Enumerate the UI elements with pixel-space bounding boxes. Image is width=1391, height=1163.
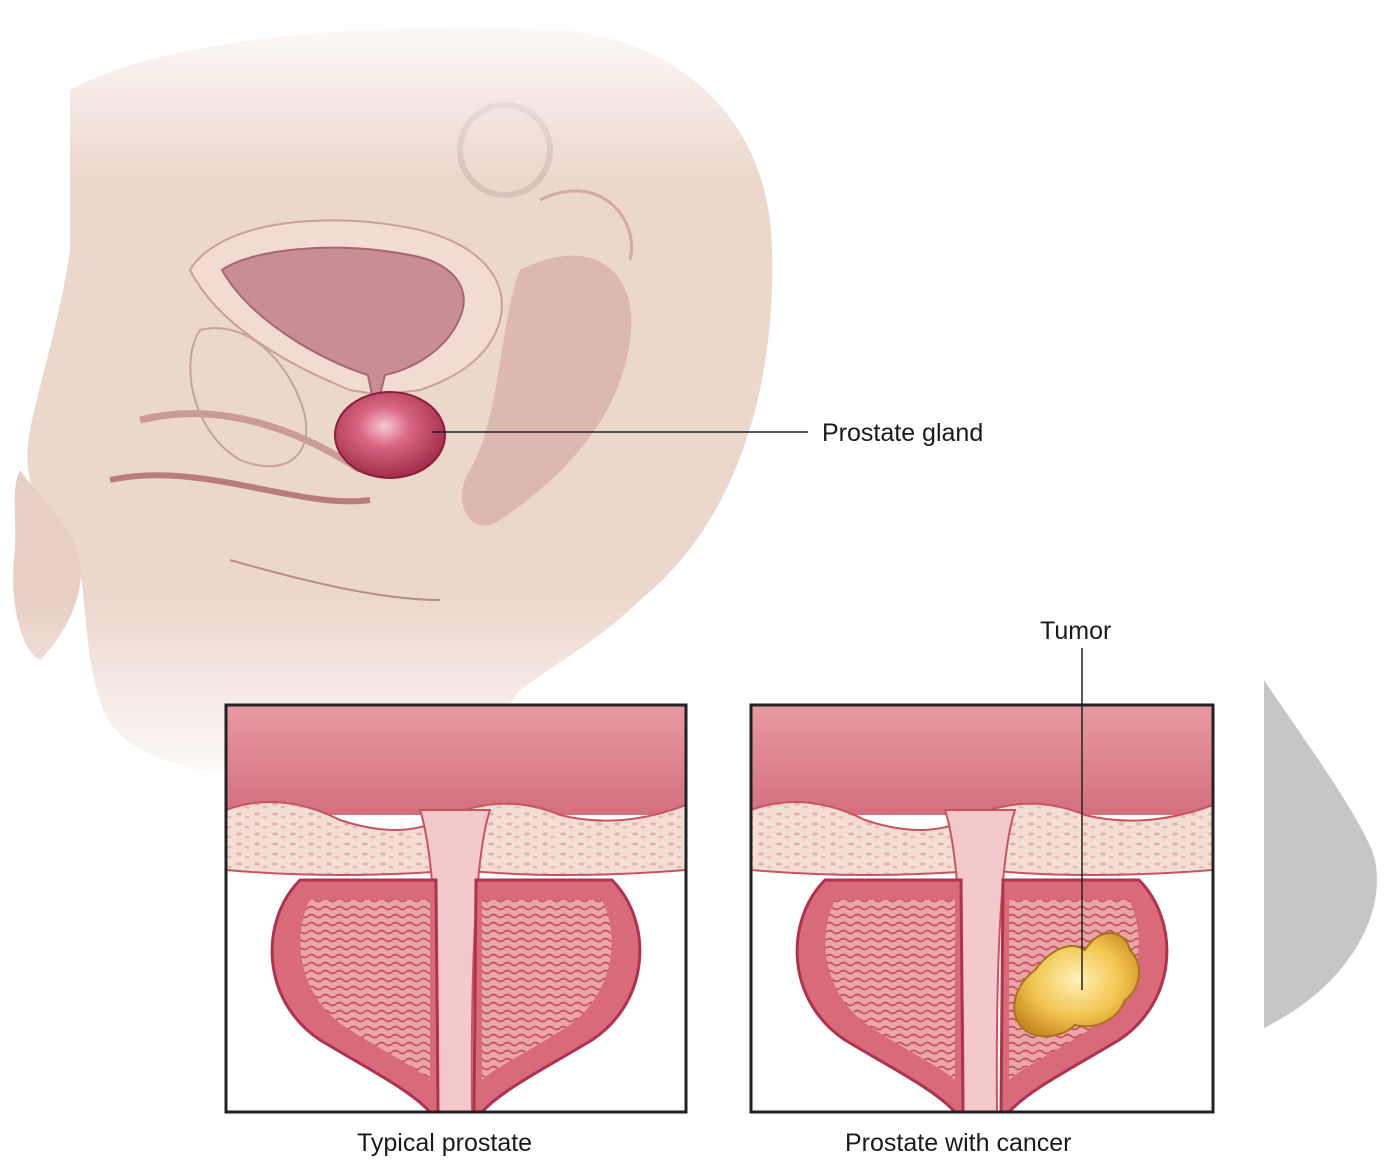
cancer-prostate-panel [751, 705, 1213, 1112]
prostate-gland-label: Prostate gland [822, 421, 983, 446]
prostate-with-cancer-caption: Prostate with cancer [845, 1131, 1072, 1156]
typical-prostate-caption: Typical prostate [357, 1131, 532, 1156]
tumor-label: Tumor [1040, 619, 1111, 644]
prostate-gland [335, 392, 445, 478]
typical-prostate-panel [226, 705, 686, 1112]
side-scroll-shape [1264, 680, 1377, 1028]
